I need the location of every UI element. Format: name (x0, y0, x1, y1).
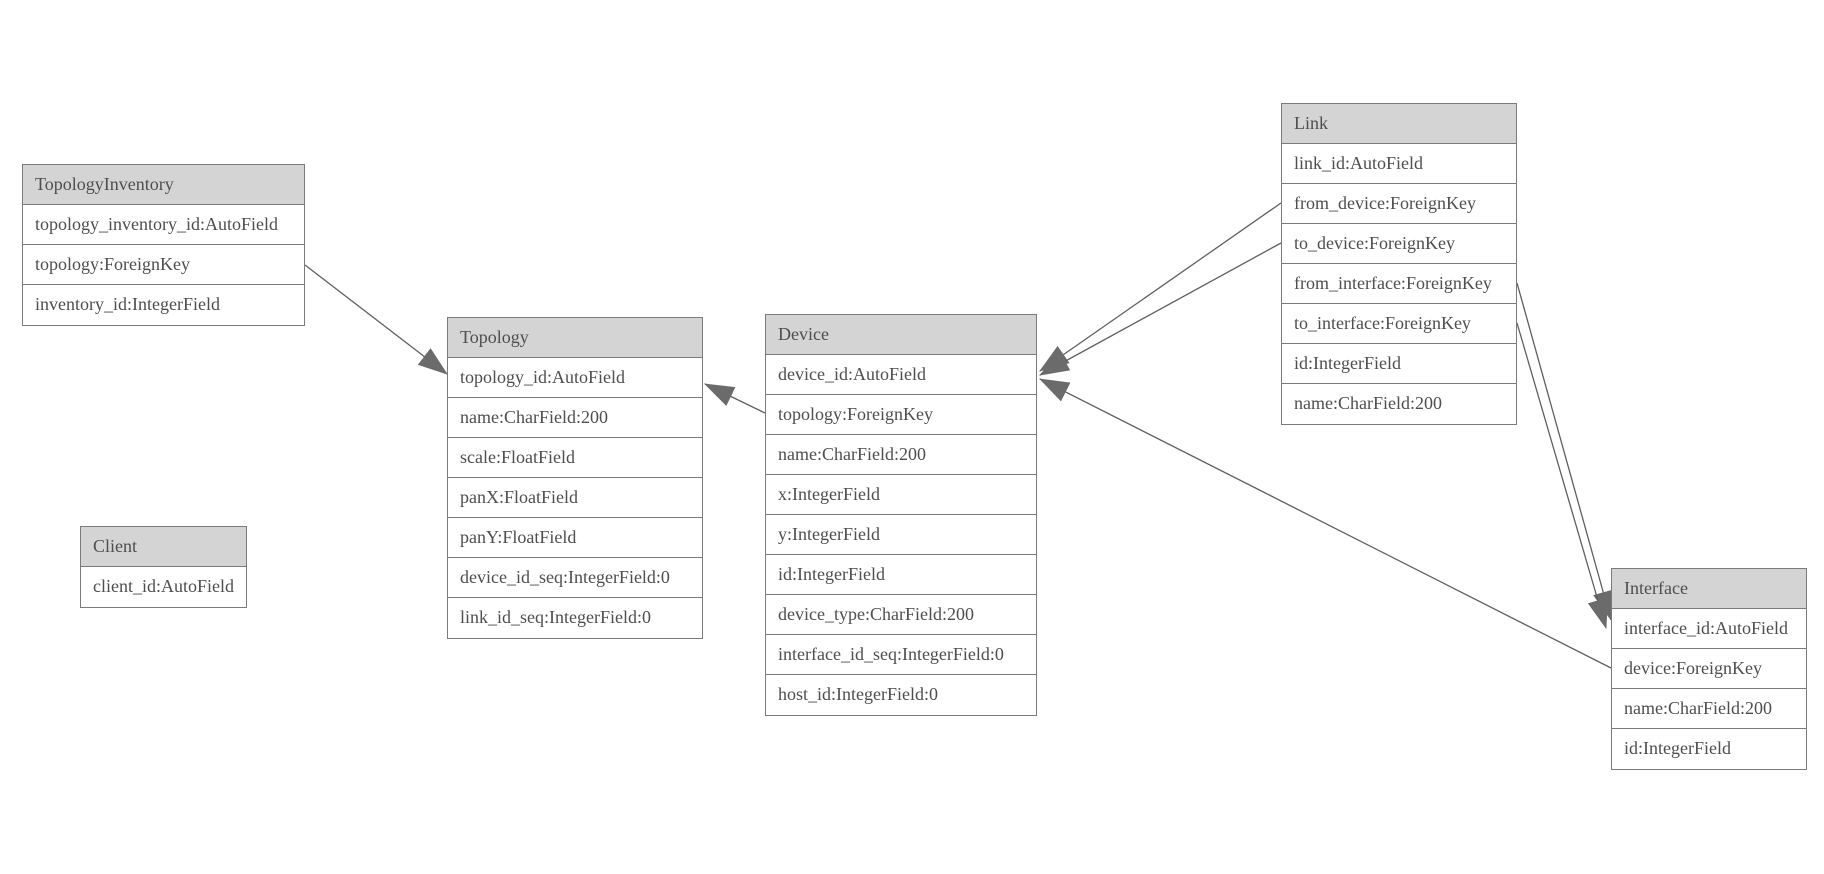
edge-link-to-interface-to-interface-id (1516, 322, 1609, 630)
entity-field-row: inventory_id:IntegerField (35, 294, 220, 314)
edge-link-from-interface-to-interface-id (1516, 282, 1614, 622)
entity-field-row: id:IntegerField (1282, 344, 1516, 384)
entity-field-row: link_id_seq:IntegerField:0 (460, 607, 651, 627)
entity-title-device: Device (766, 315, 1036, 355)
edge-topologyinventory-topology-to-topology-id (304, 264, 448, 375)
entity-field-row: topology_id:AutoField (448, 358, 702, 398)
entity-field-row: name:CharField:200 (766, 435, 1036, 475)
entity-title-client: Client (81, 527, 246, 567)
entity-field-row: name:CharField:200 (1612, 689, 1806, 729)
edge-device-topology-to-topology-id (703, 383, 766, 414)
entity-title-interface: Interface (1612, 569, 1806, 609)
entity-field-row: interface_id_seq:IntegerField:0 (766, 635, 1036, 675)
entity-title-link: Link (1282, 104, 1516, 144)
edge-interface-device-to-device-id (1038, 378, 1612, 669)
entity-field-row: device_type:CharField:200 (766, 595, 1036, 635)
entity-title-topology-inventory: TopologyInventory (23, 165, 304, 205)
entity-field-row: from_device:ForeignKey (1282, 184, 1516, 224)
entity-field-row: name:CharField:200 (448, 398, 702, 438)
entity-field-row: id:IntegerField (766, 555, 1036, 595)
edge-link-to-device-to-device-id (1038, 242, 1282, 376)
entity-client: Client client_id:AutoField (80, 526, 247, 608)
entity-field-row: device_id:AutoField (766, 355, 1036, 395)
entity-field-row: to_interface:ForeignKey (1282, 304, 1516, 344)
entity-field-row: id:IntegerField (1624, 738, 1731, 758)
entity-field-row: panY:FloatField (448, 518, 702, 558)
entity-field-row: device:ForeignKey (1612, 649, 1806, 689)
entity-field-row: y:IntegerField (766, 515, 1036, 555)
entity-field-row: topology:ForeignKey (766, 395, 1036, 435)
entity-field-row: topology:ForeignKey (23, 245, 304, 285)
entity-field-row: device_id_seq:IntegerField:0 (448, 558, 702, 598)
edge-link-from-device-to-device-id (1039, 202, 1282, 372)
entity-field-row: link_id:AutoField (1282, 144, 1516, 184)
entity-field-row: host_id:IntegerField:0 (778, 684, 938, 704)
entity-field-row: panX:FloatField (448, 478, 702, 518)
relationship-edges (304, 202, 1614, 669)
entity-field-row: name:CharField:200 (1294, 393, 1442, 413)
entity-title-topology: Topology (448, 318, 702, 358)
entity-field-row: from_interface:ForeignKey (1282, 264, 1516, 304)
entity-field-row: topology_inventory_id:AutoField (23, 205, 304, 245)
entity-field-row: scale:FloatField (448, 438, 702, 478)
entity-field-row: to_device:ForeignKey (1282, 224, 1516, 264)
entity-field-row: x:IntegerField (766, 475, 1036, 515)
entity-field-row: client_id:AutoField (93, 576, 234, 596)
entity-field-row: interface_id:AutoField (1612, 609, 1806, 649)
